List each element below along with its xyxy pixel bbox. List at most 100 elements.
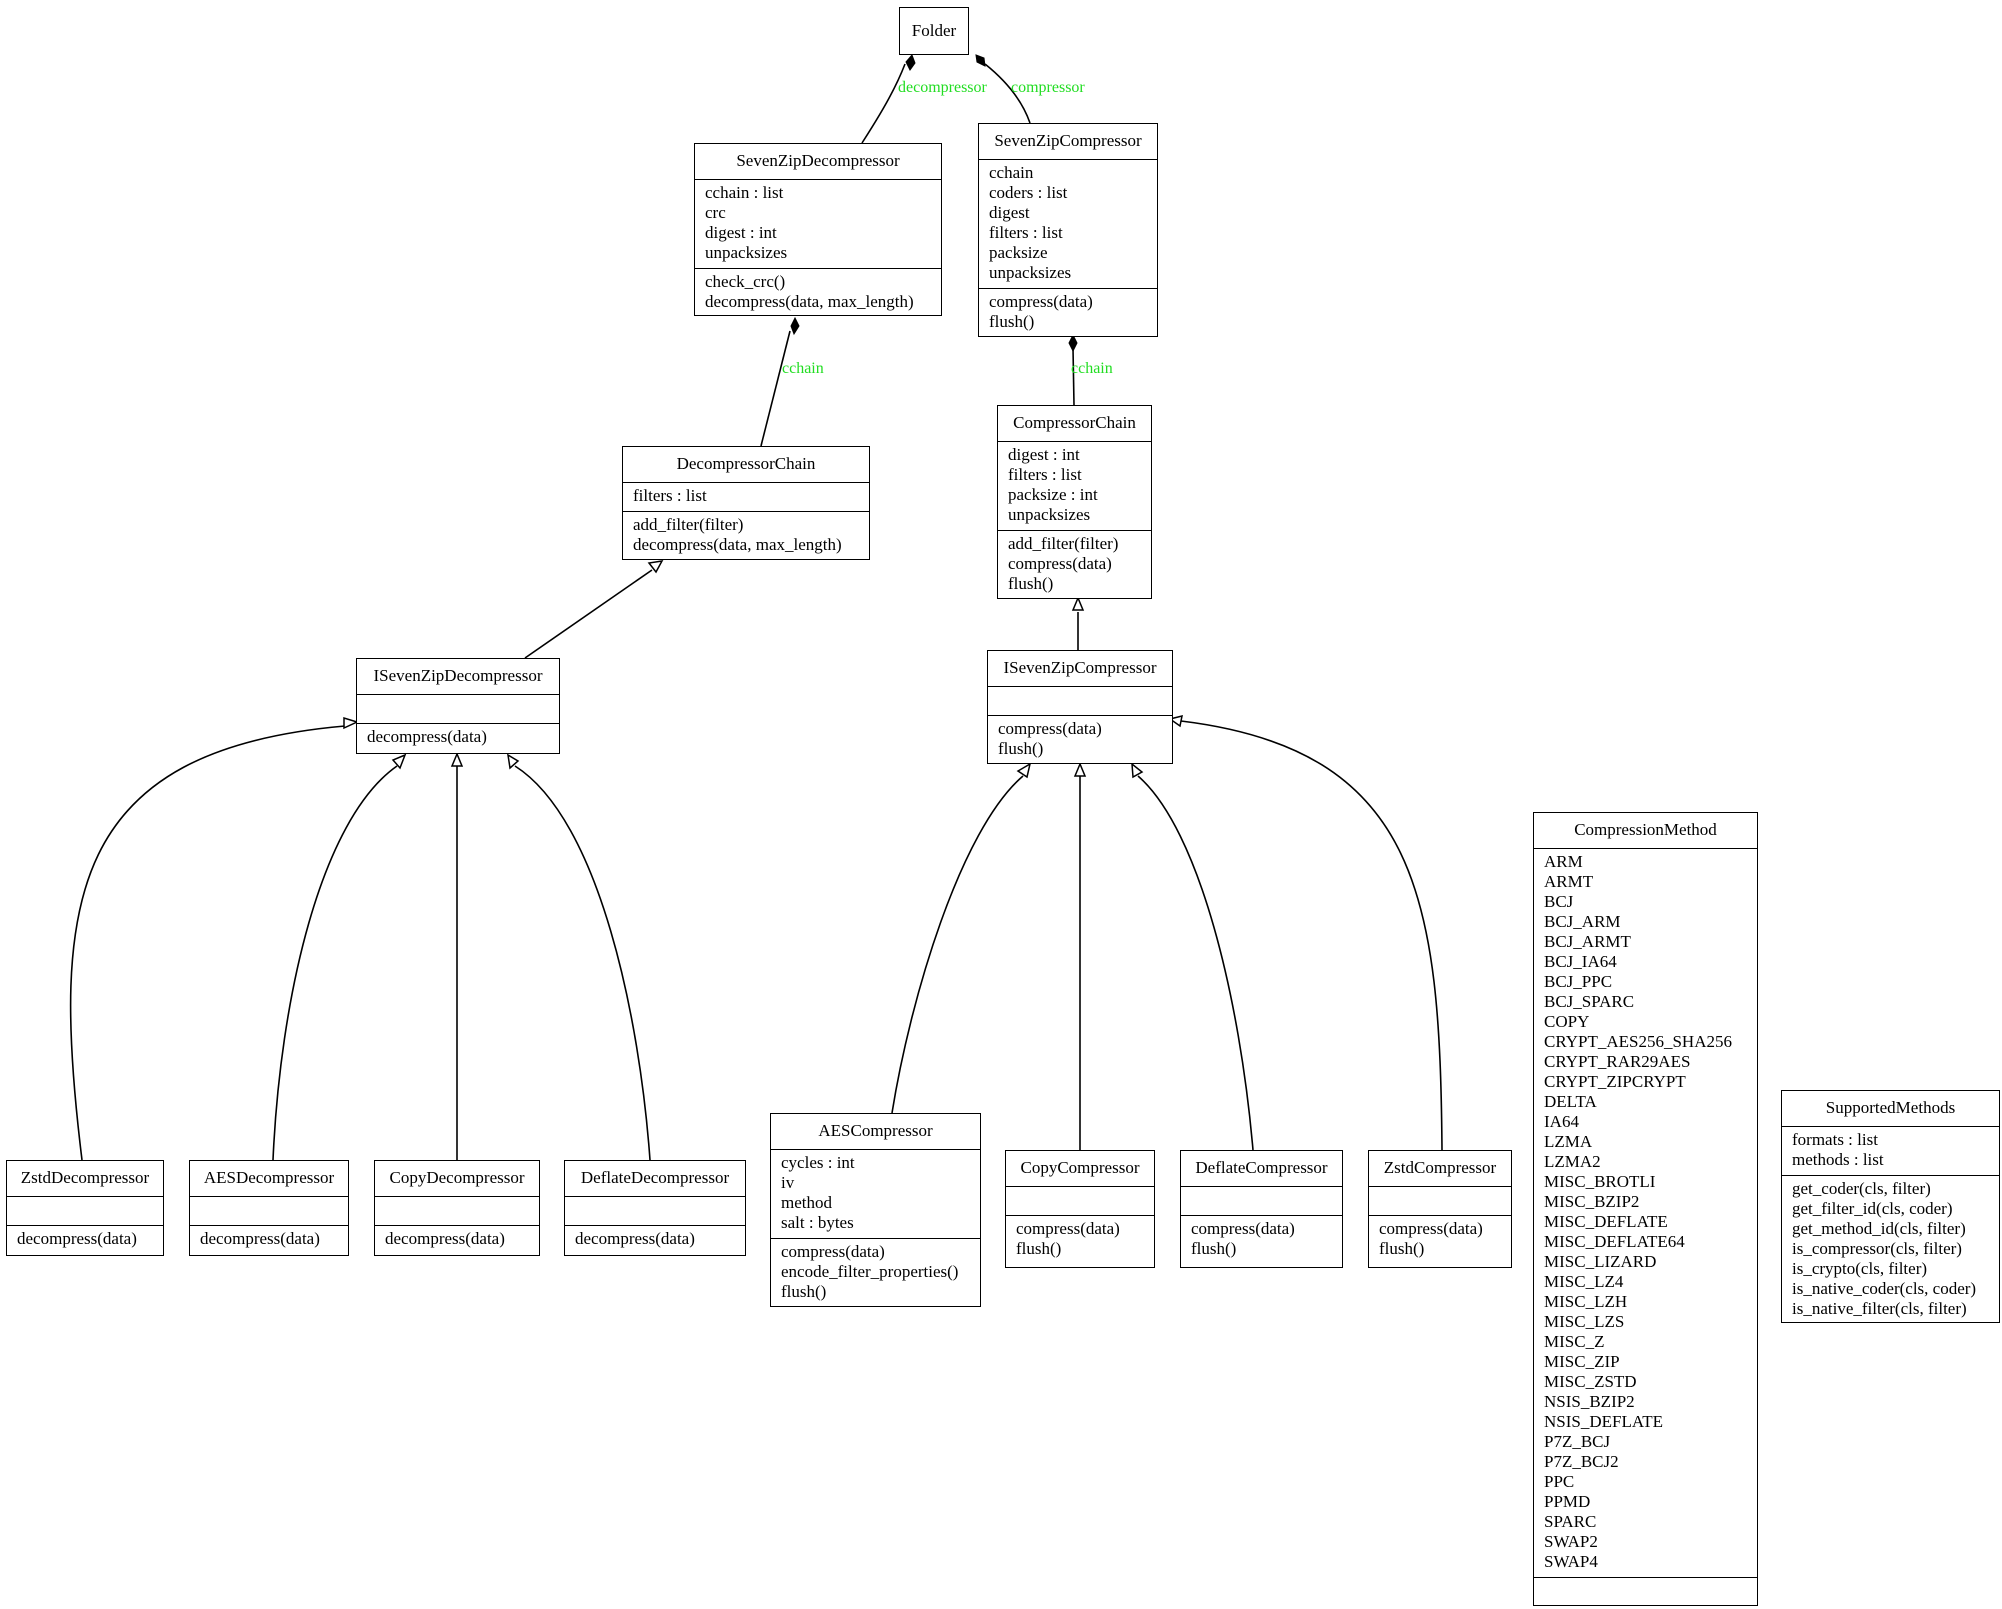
class-i-seven-zip-compressor-attributes	[988, 686, 1172, 715]
method: flush()	[1016, 1239, 1062, 1258]
method: is_crypto(cls, filter)	[1792, 1259, 1928, 1278]
class-i-seven-zip-decompressor[interactable]: ISevenZipDecompressor decompress(data)	[356, 658, 560, 754]
method: is_native_filter(cls, filter)	[1792, 1299, 1967, 1318]
edge-label-cchain-left: cchain	[782, 360, 824, 377]
class-aes-compressor-methods: compress(data)encode_filter_properties()…	[771, 1238, 980, 1307]
attribute: MISC_Z	[1544, 1332, 1605, 1351]
method: get_coder(cls, filter)	[1792, 1179, 1931, 1198]
edge-aes-decompressor	[272, 765, 398, 1161]
attribute: packsize	[989, 243, 1048, 262]
class-deflate-compressor[interactable]: DeflateCompressor compress(data)flush()	[1180, 1150, 1343, 1268]
class-zstd-decompressor-attributes	[7, 1196, 163, 1225]
attribute: LZMA	[1544, 1132, 1593, 1151]
attribute: filters : list	[1008, 465, 1082, 484]
edge-decompressor-chain	[760, 330, 791, 447]
class-aes-decompressor[interactable]: AESDecompressor decompress(data)	[189, 1160, 349, 1256]
arrowhead-copy-decompressor	[450, 752, 464, 767]
class-seven-zip-decompressor-name: SevenZipDecompressor	[736, 151, 900, 170]
arrowhead-deflate-decompressor	[507, 753, 520, 770]
attribute: CRYPT_RAR29AES	[1544, 1052, 1691, 1071]
class-zstd-compressor-attributes	[1369, 1186, 1511, 1215]
class-folder[interactable]: Folder	[899, 7, 969, 55]
edge-label-compressor: compressor	[1011, 79, 1085, 96]
class-copy-decompressor[interactable]: CopyDecompressor decompress(data)	[374, 1160, 540, 1256]
attribute: methods : list	[1792, 1150, 1884, 1169]
attribute: formats : list	[1792, 1130, 1878, 1149]
class-aes-decompressor-methods: decompress(data)	[190, 1225, 348, 1255]
attribute: cchain : list	[705, 183, 784, 202]
edge-folder-compressor	[984, 63, 1031, 124]
method: decompress(data)	[575, 1229, 695, 1248]
class-aes-decompressor-name: AESDecompressor	[203, 1168, 335, 1187]
attribute: NSIS_BZIP2	[1544, 1392, 1635, 1411]
attribute: cycles : int	[781, 1153, 855, 1172]
class-zstd-decompressor-methods: decompress(data)	[7, 1225, 163, 1255]
class-copy-compressor-methods: compress(data)flush()	[1006, 1215, 1154, 1267]
arrowhead-copy-compressor	[1073, 762, 1087, 777]
method: flush()	[998, 739, 1044, 758]
edge-zstd-decompressor	[69, 725, 346, 1161]
method: encode_filter_properties()	[781, 1262, 959, 1281]
method: compress(data)	[1191, 1219, 1295, 1238]
attribute: BCJ_SPARC	[1544, 992, 1635, 1011]
attribute: CRYPT_AES256_SHA256	[1544, 1032, 1732, 1051]
arrowhead-aes-compressor	[1016, 762, 1032, 779]
method: compress(data)	[1016, 1219, 1120, 1238]
method: compress(data)	[781, 1242, 885, 1261]
attribute: MISC_BROTLI	[1544, 1172, 1656, 1191]
method: flush()	[781, 1282, 827, 1301]
arrowhead-to-decompressor-chain	[647, 560, 664, 574]
method: is_compressor(cls, filter)	[1792, 1239, 1962, 1258]
attribute: BCJ_ARM	[1544, 912, 1621, 931]
class-supported-methods-name: SupportedMethods	[1825, 1098, 1956, 1117]
arrowhead-zstd-compressor	[1168, 714, 1183, 728]
attribute: MISC_LZS	[1544, 1312, 1625, 1331]
method: flush()	[989, 312, 1035, 331]
class-folder-name: Folder	[911, 21, 957, 40]
attribute: SWAP4	[1544, 1552, 1598, 1571]
class-deflate-compressor-name: DeflateCompressor	[1195, 1158, 1328, 1177]
attribute: PPC	[1544, 1472, 1575, 1491]
edge-folder-decompressor	[861, 63, 906, 144]
class-i-seven-zip-decompressor-methods: decompress(data)	[357, 723, 559, 753]
method: decompress(data)	[385, 1229, 505, 1248]
class-i-seven-zip-decompressor-name: ISevenZipDecompressor	[373, 666, 543, 685]
edge-compressor-chain	[1072, 347, 1075, 406]
class-copy-decompressor-attributes	[375, 1196, 539, 1225]
class-seven-zip-compressor-methods: compress(data)flush()	[979, 288, 1157, 337]
attribute: digest	[989, 203, 1030, 222]
method: compress(data)	[989, 292, 1093, 311]
attribute: unpacksizes	[989, 263, 1072, 282]
attribute: crc	[705, 203, 726, 222]
attribute: digest : int	[1008, 445, 1080, 464]
method: compress(data)	[1379, 1219, 1483, 1238]
attribute: filters : list	[989, 223, 1063, 242]
class-deflate-compressor-attributes	[1181, 1186, 1342, 1215]
class-seven-zip-compressor-name: SevenZipCompressor	[994, 131, 1142, 150]
attribute: COPY	[1544, 1012, 1590, 1031]
class-copy-decompressor-name: CopyDecompressor	[389, 1168, 525, 1187]
class-compression-method-methods	[1534, 1577, 1757, 1606]
class-deflate-compressor-methods: compress(data)flush()	[1181, 1215, 1342, 1267]
attribute: MISC_LZ4	[1544, 1272, 1624, 1291]
class-supported-methods-methods: get_coder(cls, filter)get_filter_id(cls,…	[1782, 1175, 1999, 1324]
method: compress(data)	[998, 719, 1102, 738]
class-i-seven-zip-decompressor-attributes	[357, 694, 559, 723]
attribute: ARMT	[1544, 872, 1594, 891]
class-compression-method-name: CompressionMethod	[1574, 820, 1717, 839]
attribute: SWAP2	[1544, 1532, 1598, 1551]
